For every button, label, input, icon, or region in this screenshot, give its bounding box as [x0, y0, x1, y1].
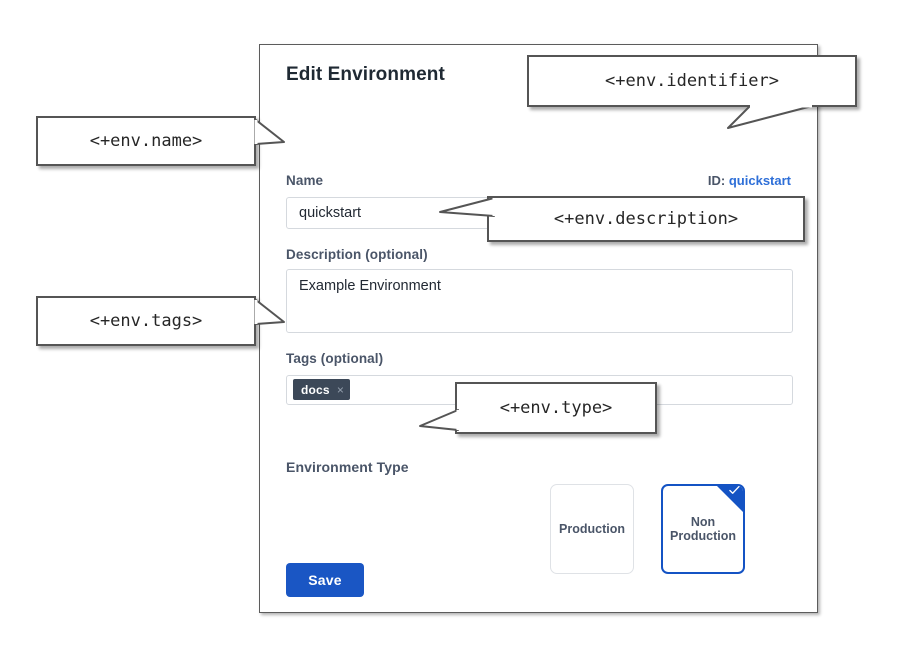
callout-env-name: <+env.name> [36, 116, 256, 166]
environment-type-card-production[interactable]: Production [550, 484, 634, 574]
environment-type-label: Environment Type [286, 459, 409, 475]
callout-tail-env-identifier [727, 104, 813, 129]
callout-text: <+env.type> [499, 398, 613, 418]
environment-id-prefix: ID: [707, 173, 726, 188]
callout-text: <+env.tags> [89, 311, 203, 331]
tags-label: Tags (optional) [286, 351, 384, 366]
tag-chip-label: docs [301, 382, 330, 397]
tag-chip[interactable]: docs × [293, 379, 350, 400]
callout-tail-env-description [439, 197, 496, 217]
callout-text: <+env.name> [89, 131, 203, 151]
close-icon[interactable]: × [336, 382, 344, 397]
description-textarea[interactable]: Example Environment [286, 269, 793, 333]
environment-id: ID: quickstart [708, 173, 791, 188]
callout-text: <+env.description> [553, 209, 739, 229]
callout-tail-env-name [254, 119, 285, 145]
callout-tail-env-tags [254, 299, 285, 325]
description-label: Description (optional) [286, 247, 428, 262]
callout-env-description: <+env.description> [487, 196, 805, 242]
name-label: Name [286, 173, 324, 188]
page-title: Edit Environment [286, 64, 445, 85]
environment-type-card-label: Production [559, 522, 625, 536]
callout-env-tags: <+env.tags> [36, 296, 256, 346]
callout-env-identifier: <+env.identifier> [527, 55, 857, 107]
save-button[interactable]: Save [286, 563, 364, 597]
environment-id-link[interactable]: quickstart [728, 173, 791, 188]
callout-env-type: <+env.type> [455, 382, 657, 434]
callout-tail-env-type [419, 409, 460, 431]
callout-text: <+env.identifier> [605, 71, 779, 91]
check-icon [729, 486, 740, 494]
